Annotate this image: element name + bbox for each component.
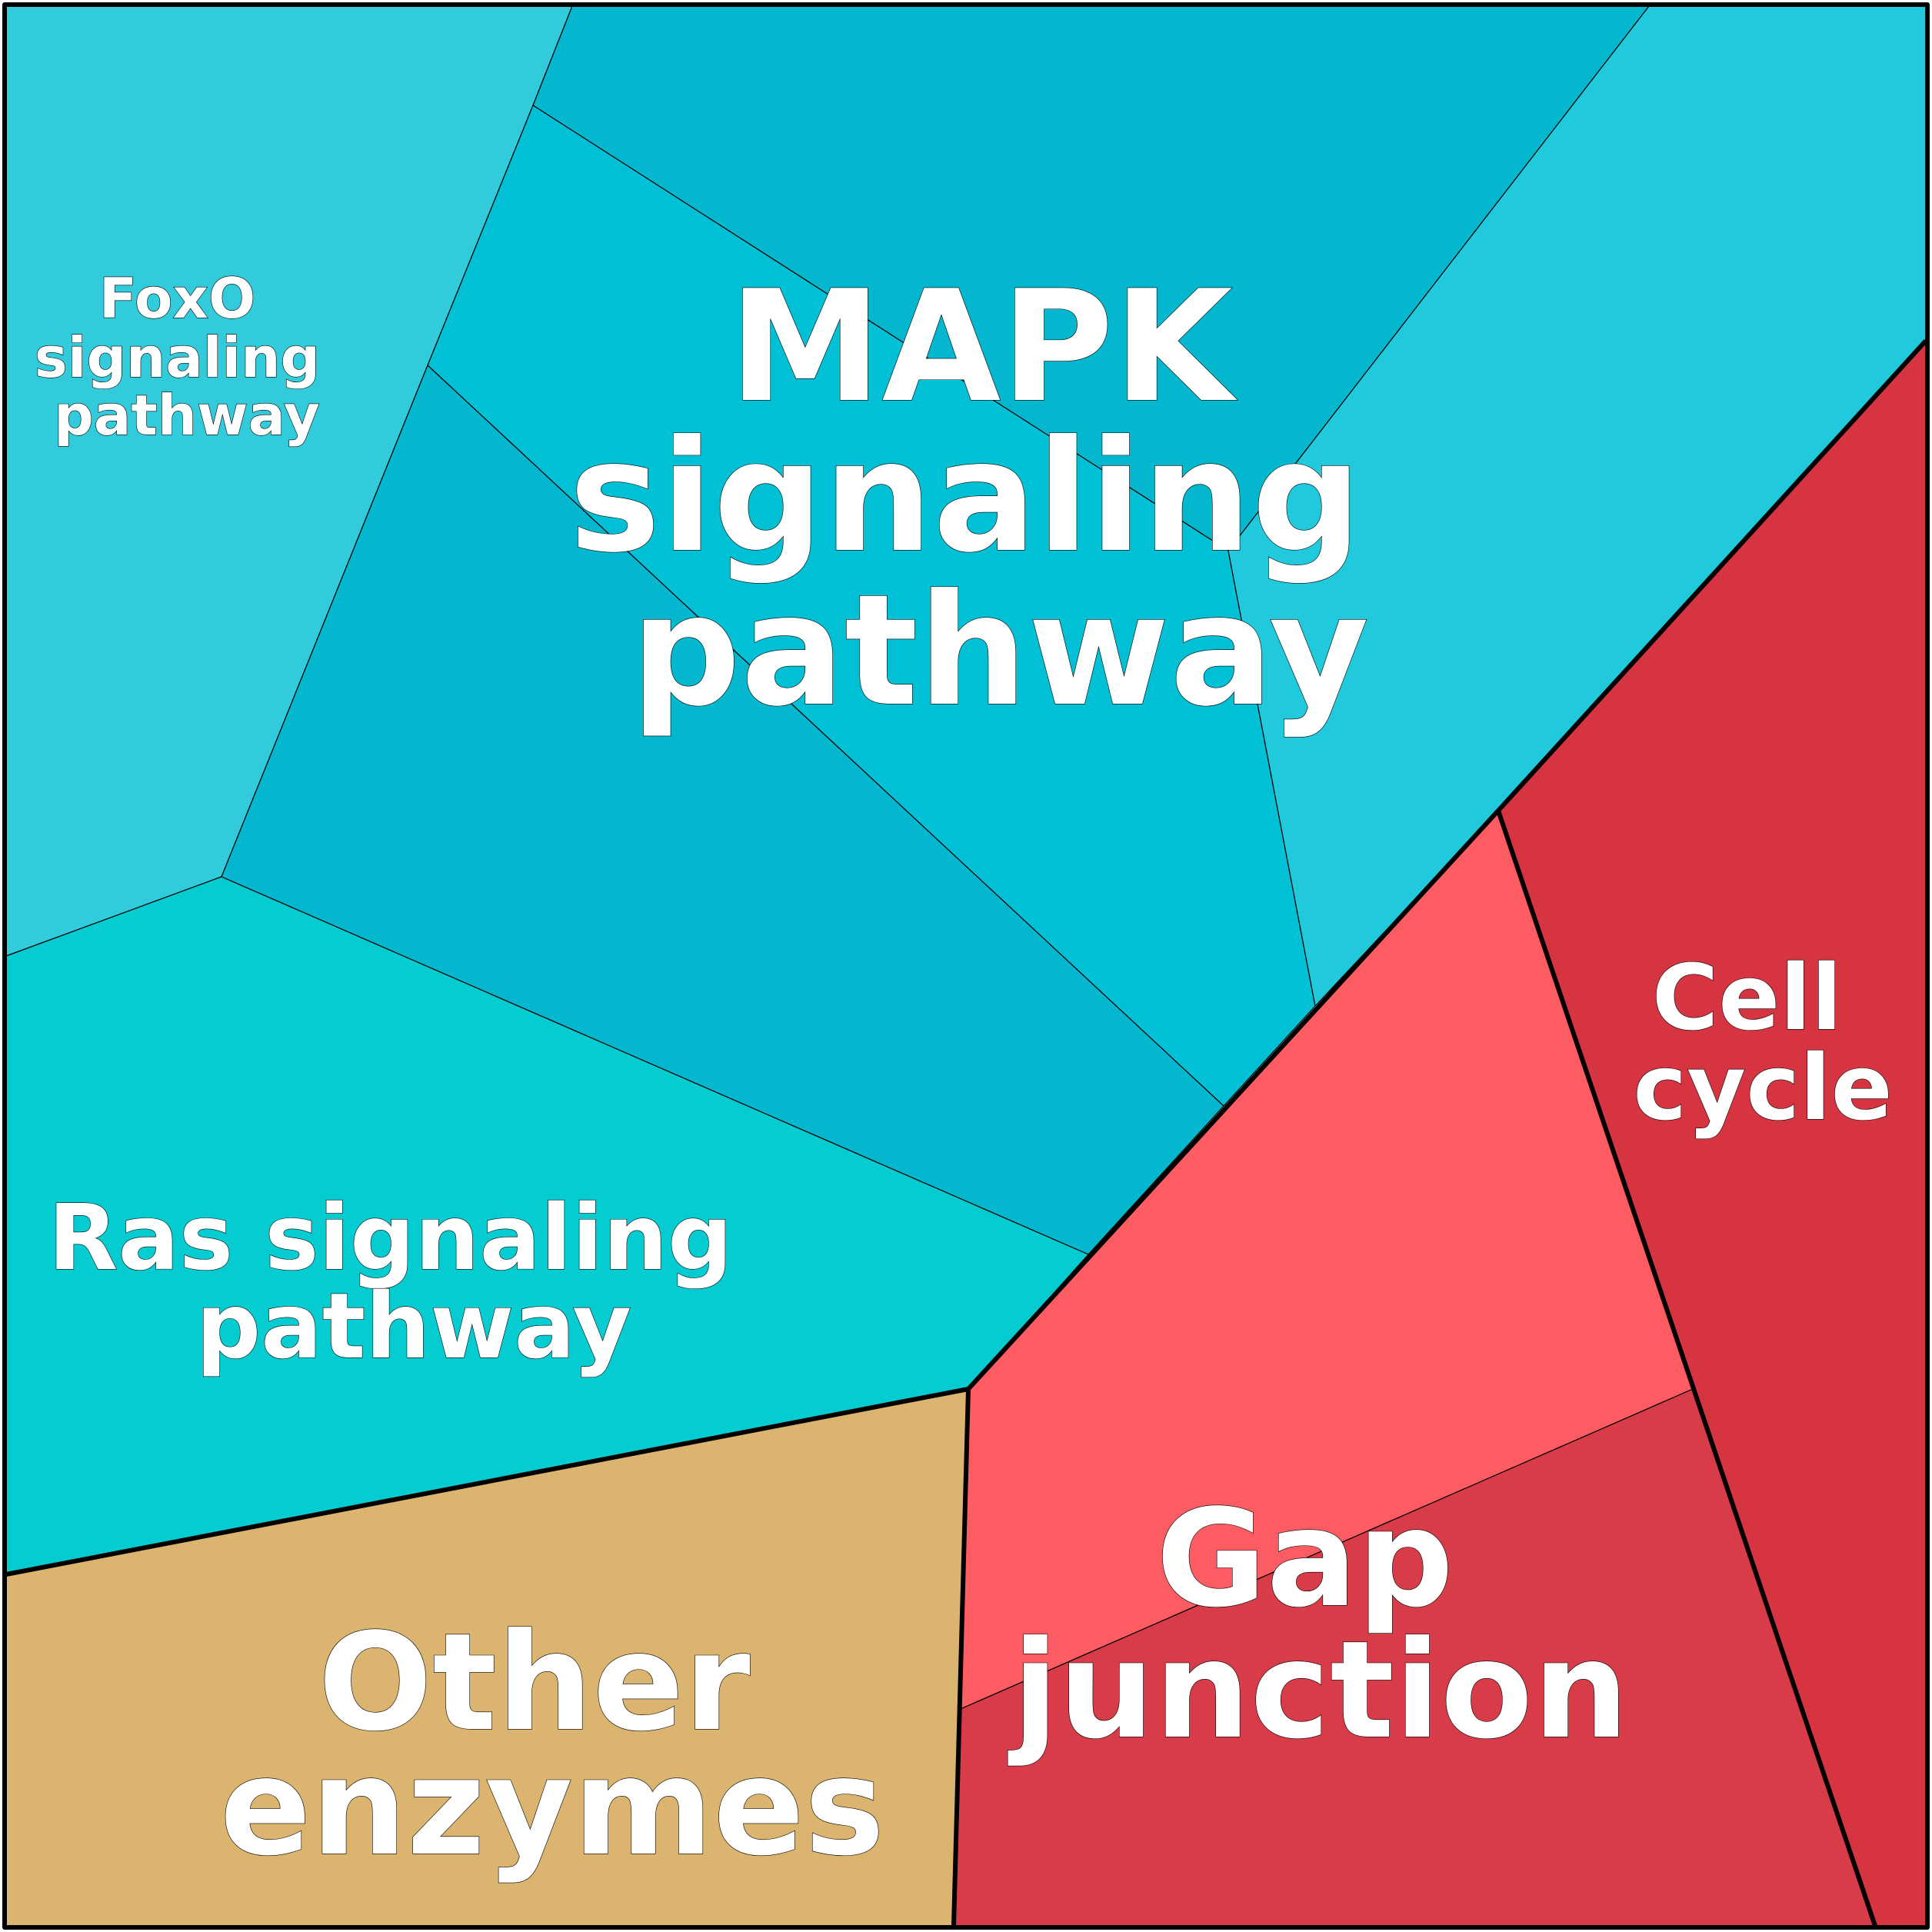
label-ras-signaling: Ras signaling pathway [48,1184,764,1379]
cell-mapk-center[interactable] [427,105,1316,1107]
label-cell-cycle: Cell cycle [1633,944,1892,1141]
border-gap-vs-cell-cycle [1496,810,1877,1927]
cells [5,5,1927,1927]
border-ras-vs-other [5,1387,969,1577]
label-mapk-signaling: MAPK signaling pathway [569,258,1415,741]
labels: FoxO signaling pathway MAPK signaling pa… [34,257,1893,1886]
label-gap-junction: Gap junction [1008,1481,1628,1769]
border-other-vs-gap [951,1388,971,1927]
label-other-enzymes: Other enzymes [220,1605,884,1886]
label-foxo-signaling: FoxO signaling pathway [35,266,339,448]
